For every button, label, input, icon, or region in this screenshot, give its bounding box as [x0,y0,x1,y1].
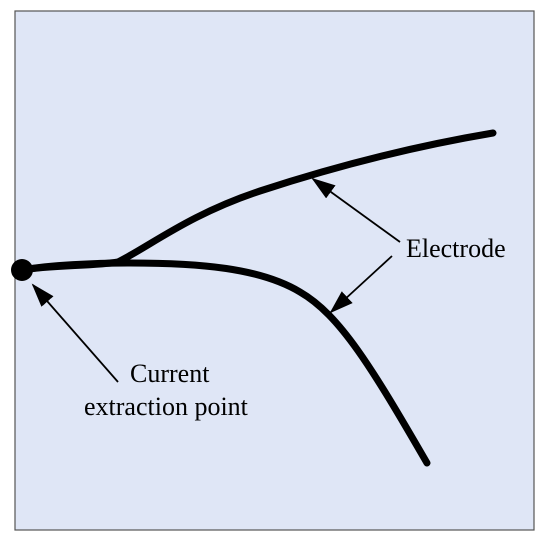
current-label-line2: extraction point [84,392,249,421]
electrode-lower-branch [18,259,431,467]
current-extraction-point-dot [11,259,33,281]
diagram-background [14,10,535,531]
current-label-line1: Current [130,359,210,388]
arrow-to-lower-electrode [329,255,393,314]
arrow-to-upper-electrode [311,177,401,243]
electrode-label: Electrode [406,234,506,263]
arrow-to-extraction-point [31,283,119,383]
